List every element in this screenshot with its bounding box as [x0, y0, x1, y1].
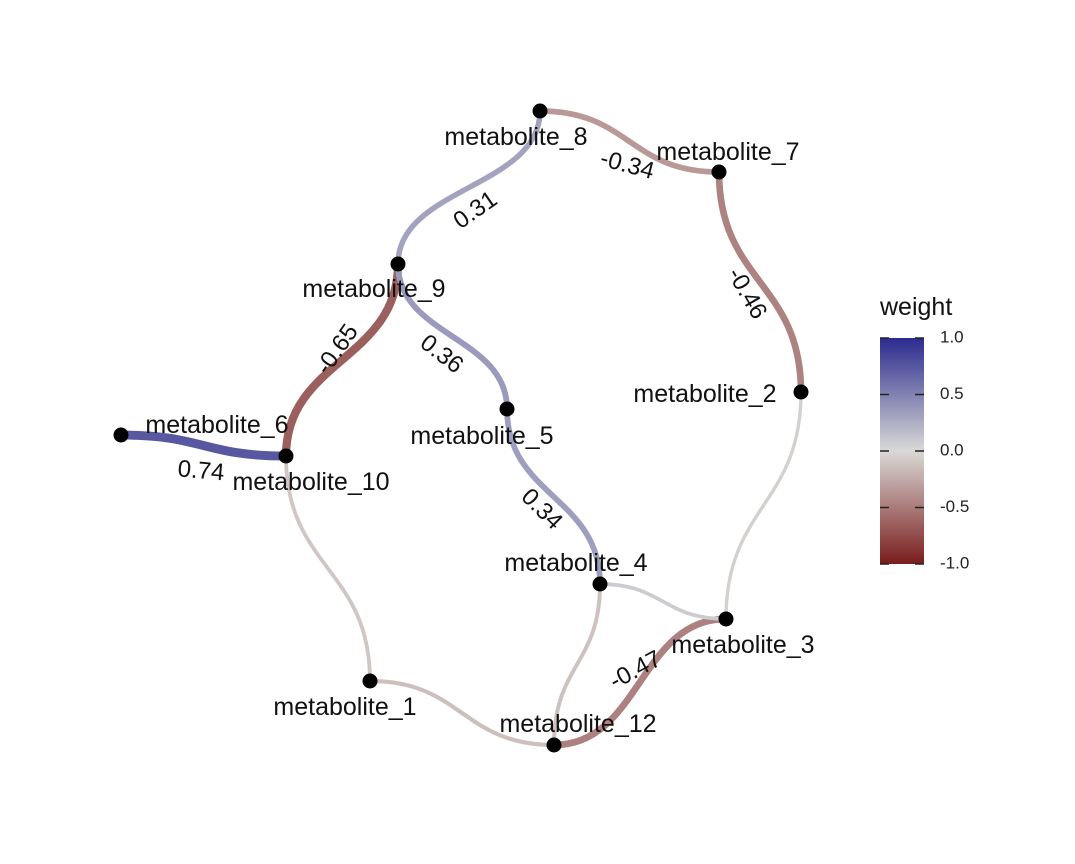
edge-metabolite_7-metabolite_2: [715, 168, 805, 396]
edge-label: 0.36: [415, 329, 468, 379]
legend-title: weight: [879, 293, 952, 321]
legend-tick-label: 1.0: [940, 327, 964, 346]
edge-metabolite_9-metabolite_5: [395, 261, 510, 412]
node-metabolite_4: [592, 576, 608, 592]
edge-metabolite_8-metabolite_9: [395, 108, 543, 267]
node-label-metabolite_4: metabolite_4: [504, 549, 647, 577]
edge-metabolite_10-metabolite_1: [284, 454, 372, 683]
node-label-metabolite_9: metabolite_9: [302, 275, 445, 303]
edge-label: 0.74: [177, 455, 226, 486]
edge-metabolite_1-metabolite_12: [367, 678, 557, 748]
edge-metabolite_2-metabolite_3: [724, 390, 803, 621]
weight-legend: weight 1.0 0.5 0.0 -0.5 -1.0: [879, 293, 969, 572]
edge-metabolite_5-metabolite_4: [504, 406, 603, 587]
node-label-metabolite_10: metabolite_10: [232, 468, 389, 496]
node-label-metabolite_3: metabolite_3: [671, 631, 814, 659]
node-metabolite_5: [499, 401, 515, 417]
node-metabolite_10: [278, 448, 294, 464]
edge-metabolite_9-metabolite_10: [281, 259, 403, 461]
edge-metabolite_6-metabolite_10: [116, 430, 291, 461]
node-metabolite_12: [546, 737, 562, 753]
edges-layer: [116, 108, 805, 749]
node-label-metabolite_6: metabolite_6: [145, 411, 288, 439]
edge-label: 0.34: [516, 483, 568, 535]
legend-tick-label: 0.5: [940, 384, 964, 403]
node-metabolite_6: [113, 427, 129, 443]
node-label-metabolite_1: metabolite_1: [273, 693, 416, 721]
node-metabolite_7: [711, 164, 727, 180]
node-metabolite_3: [718, 611, 734, 627]
edge-metabolite_3-metabolite_12: [550, 615, 730, 749]
legend-tick-label: -1.0: [940, 553, 969, 572]
node-label-metabolite_12: metabolite_12: [499, 710, 656, 738]
node-label-metabolite_7: metabolite_7: [656, 138, 799, 166]
node-metabolite_8: [532, 103, 548, 119]
node-metabolite_9: [390, 256, 406, 272]
node-label-metabolite_5: metabolite_5: [410, 422, 553, 450]
node-label-metabolite_2: metabolite_2: [633, 380, 776, 408]
node-metabolite_2: [793, 384, 809, 400]
edge-metabolite_8-metabolite_7: [537, 108, 722, 175]
edge-metabolite_4-metabolite_3: [598, 582, 728, 621]
legend-tick-label: 0.0: [940, 440, 964, 459]
legend-tick-label: -0.5: [940, 497, 969, 516]
node-metabolite_1: [362, 673, 378, 689]
edge-metabolite_4-metabolite_12: [552, 582, 602, 747]
nodes-layer: [113, 103, 809, 753]
legend-ticks: 1.0 0.5 0.0 -0.5 -1.0: [880, 327, 969, 572]
node-labels-layer: metabolite_1metabolite_2metabolite_3meta…: [145, 123, 814, 738]
node-label-metabolite_8: metabolite_8: [444, 123, 587, 151]
